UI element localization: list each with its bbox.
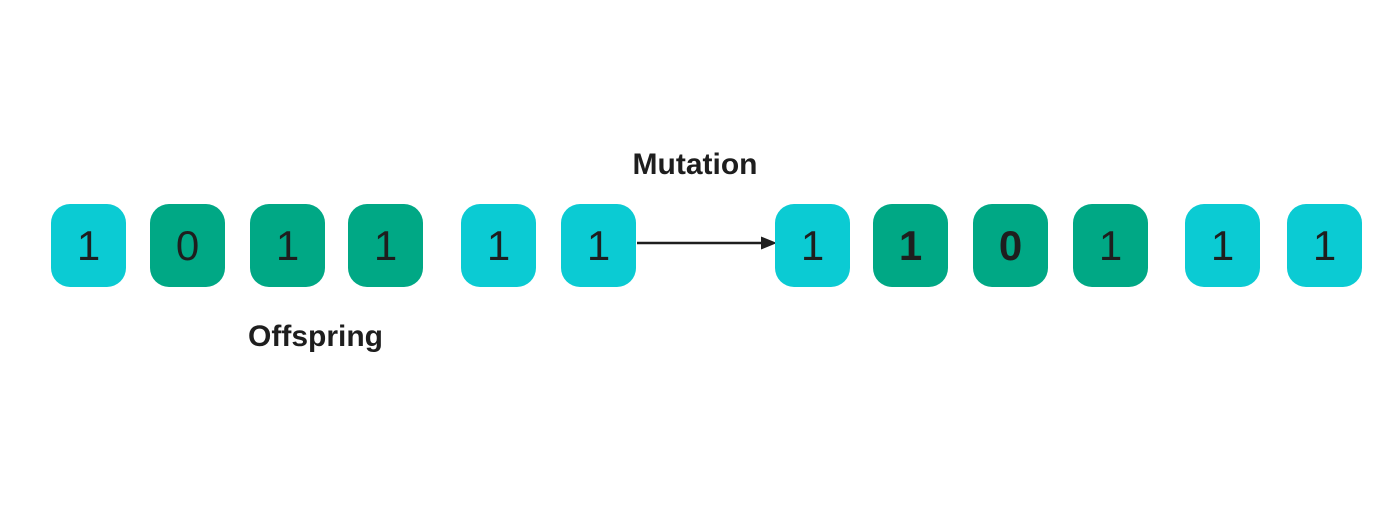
gene-cell: 1 [1073, 204, 1148, 287]
gene-cell: 1 [250, 204, 325, 287]
offspring-label: Offspring [248, 320, 383, 353]
gene-cell-mutated: 1 [873, 204, 948, 287]
gene-cell: 1 [461, 204, 536, 287]
gene-cell: 1 [51, 204, 126, 287]
mutation-arrow [637, 236, 777, 250]
gene-cell-mutated: 0 [973, 204, 1048, 287]
mutation-label: Mutation [632, 148, 758, 181]
gene-cell: 1 [1287, 204, 1362, 287]
gene-cell: 1 [561, 204, 636, 287]
gene-cell: 1 [348, 204, 423, 287]
gene-cell: 1 [1185, 204, 1260, 287]
gene-cell: 0 [150, 204, 225, 287]
gene-cell: 1 [775, 204, 850, 287]
